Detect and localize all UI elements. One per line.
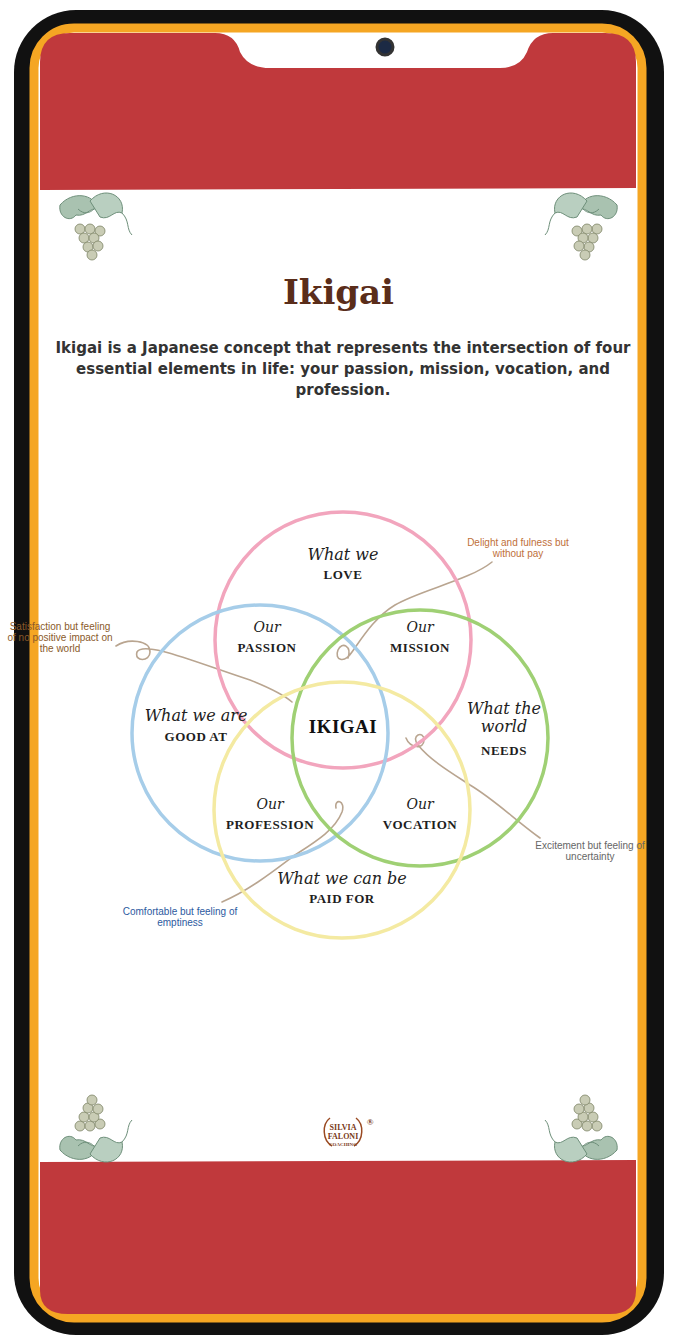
region-heading: Our	[390, 797, 450, 812]
circle-label: PAID FOR	[257, 892, 427, 907]
region-heading: Our	[390, 620, 450, 635]
circle-outline	[292, 610, 548, 866]
circle-heading: What we	[283, 546, 403, 564]
redaction-bar	[40, 33, 636, 190]
region-label: PASSION	[219, 641, 315, 656]
circle-heading: What the world	[467, 700, 541, 737]
grape-ornament	[545, 193, 617, 260]
callout-note: Satisfaction but feeling of no positive …	[6, 621, 114, 654]
circle-heading: What we can be	[257, 870, 427, 888]
page-title: Ikigai	[0, 272, 677, 312]
circle-label: NEEDS	[467, 744, 541, 759]
grape-ornament	[60, 193, 132, 260]
logo-mark: ®	[364, 1118, 376, 1127]
circle-label: LOVE	[283, 568, 403, 583]
grape-ornament	[545, 1095, 617, 1162]
region-label: VOCATION	[368, 818, 472, 833]
region-label: PROFESSION	[210, 818, 330, 833]
callout-note: Delight and fulness but without pay	[462, 537, 574, 559]
circle-outline	[214, 682, 470, 938]
region-heading: Our	[237, 620, 297, 635]
circle-outline	[215, 512, 471, 768]
center-label: IKIGAI	[293, 716, 393, 738]
callout-note: Comfortable but feeling of emptiness	[110, 906, 250, 928]
redaction-bar	[40, 1160, 636, 1314]
circle-heading: What we are	[140, 707, 252, 725]
logo-text: SILVIA	[318, 1124, 368, 1132]
intro-text: Ikigai is a Japanese concept that repres…	[48, 338, 638, 401]
grape-ornament	[60, 1095, 132, 1162]
phone-body	[14, 10, 664, 1335]
logo-text: COACHING	[318, 1142, 368, 1147]
logo-flourish	[324, 1118, 362, 1146]
region-label: MISSION	[372, 641, 468, 656]
camera	[377, 39, 393, 55]
region-heading: Our	[240, 797, 300, 812]
screen-outline	[34, 28, 642, 1318]
logo-text: FALONI	[318, 1133, 368, 1141]
callout-note: Excitement but feeling of uncertainty	[520, 840, 660, 862]
